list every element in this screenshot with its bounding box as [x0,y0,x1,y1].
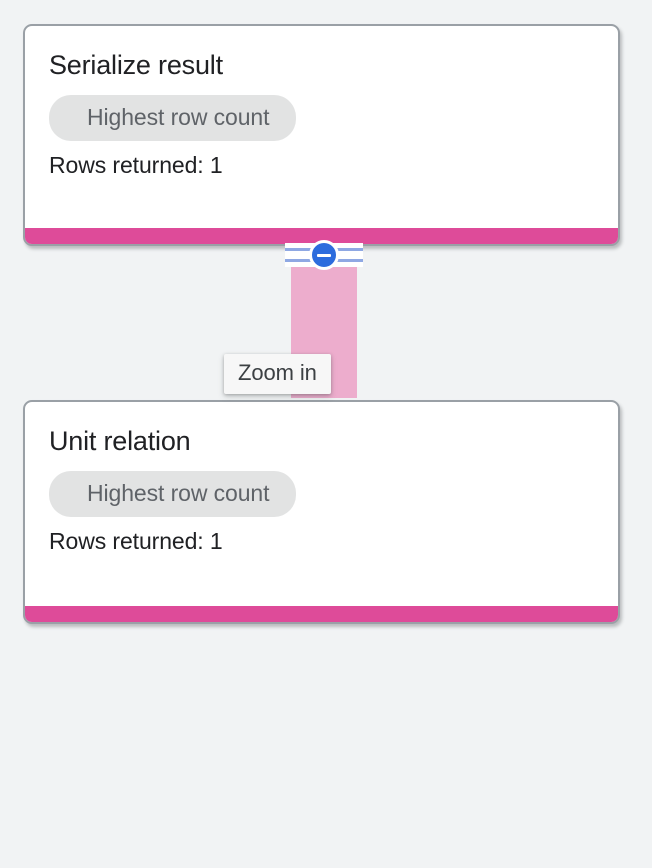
edge-zoom-control[interactable] [285,240,363,270]
node-title: Unit relation [49,426,191,456]
node-rows-returned: Rows returned: 1 [49,528,223,554]
minus-circle-icon[interactable] [309,240,339,270]
node-chip-badge: Highest row count [49,95,297,141]
node-card-unit-relation[interactable]: Unit relation Highest row count Rows ret… [23,400,620,624]
tooltip-zoom-in: Zoom in [224,354,331,394]
node-footer-bar [25,606,618,622]
node-title: Serialize result [49,50,223,80]
node-body: Unit relation Highest row count Rows ret… [25,402,618,556]
node-body: Serialize result Highest row count Rows … [25,26,618,180]
node-rows-returned: Rows returned: 1 [49,152,223,178]
node-chip-badge: Highest row count [49,471,297,517]
minus-glyph [317,253,331,257]
node-footer-bar [25,228,618,244]
node-card-serialize-result[interactable]: Serialize result Highest row count Rows … [23,24,620,246]
